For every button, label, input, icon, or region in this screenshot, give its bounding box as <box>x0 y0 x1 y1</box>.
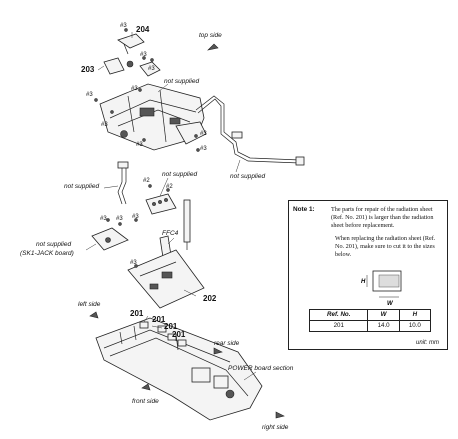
not-supplied-label: not supplied <box>164 78 199 85</box>
sk1-jack-board <box>91 227 129 251</box>
upper-small-bracket <box>139 61 161 77</box>
ffc4-label: FFC4 <box>162 230 179 237</box>
note-paragraph-2: When replacing the radiation sheet (Ref.… <box>335 235 436 258</box>
power-board-section-label: POWER board section <box>228 365 294 372</box>
table-header-row: Ref. No. W H <box>308 309 432 321</box>
bottom-chassis <box>95 317 263 421</box>
front-side-label: front side <box>132 398 159 405</box>
upper-right-cable <box>195 95 305 166</box>
note-text: Note 1: The parts for repair of the radi… <box>293 206 445 258</box>
ref-201-label: 201 <box>130 309 144 318</box>
screw-label: #3 <box>116 216 123 222</box>
part-202-main-board <box>127 249 205 309</box>
radiation-sheets-201 <box>139 321 187 347</box>
screw-label: #3 <box>136 142 143 148</box>
ref-201-label: 201 <box>164 322 178 331</box>
ref-201-label: 201 <box>172 330 186 339</box>
not-supplied-label: not supplied <box>230 173 265 180</box>
screw-label: #3 <box>132 214 139 220</box>
table-header: Ref. No. <box>308 309 369 321</box>
screw-label: #3 <box>130 260 137 266</box>
middle-right-flex-cable <box>183 199 191 250</box>
table-row: 201 14.0 10.0 <box>308 320 432 332</box>
screw-label: #3 <box>200 131 207 137</box>
screw-label: #3 <box>140 52 147 58</box>
screw-label: #3 <box>101 122 108 128</box>
sk1-jack-board-label: (SK1-JACK board) <box>20 250 74 257</box>
ref-201-label: 201 <box>152 315 166 324</box>
screw-label: #3 <box>100 216 107 222</box>
not-supplied-label: not supplied <box>64 183 99 190</box>
upper-mechanism-assembly <box>99 83 207 151</box>
part-203-sheet <box>103 57 125 75</box>
screw-label: #3 <box>120 23 127 29</box>
table-cell: 10.0 <box>398 320 432 332</box>
table-cell: 14.0 <box>367 320 400 332</box>
not-supplied-label: not supplied <box>36 241 71 248</box>
screw-label: #2 <box>166 184 173 190</box>
ref-204-label: 204 <box>136 25 150 34</box>
right-side-label: right side <box>262 424 289 431</box>
screw-label: #3 <box>131 86 138 92</box>
leader-lines <box>85 32 257 381</box>
dimension-sketch: H W <box>361 270 402 307</box>
part-204-bracket <box>117 33 145 68</box>
ref-203-label: 203 <box>81 65 95 74</box>
note-paragraph-1: The parts for repair of the radiation sh… <box>331 206 434 229</box>
table-header: W <box>367 309 400 321</box>
unit-label: unit: mm <box>415 340 439 346</box>
rear-side-label: rear side <box>214 340 240 347</box>
ref-202-label: 202 <box>203 294 217 303</box>
screw-label: #3 <box>86 92 93 98</box>
middle-connector-board <box>145 193 177 215</box>
table-cell: 201 <box>308 320 369 332</box>
screw-label: #3 <box>148 66 155 72</box>
note-box: Note 1: The parts for repair of the radi… <box>288 200 448 350</box>
top-side-label: top side <box>199 32 222 39</box>
table-header: H <box>398 309 432 321</box>
not-supplied-label: not supplied <box>162 171 197 178</box>
middle-left-cable <box>117 161 129 205</box>
screw-label: #3 <box>200 146 207 152</box>
dim-h-label: H <box>361 279 366 285</box>
direction-arrows <box>89 43 285 419</box>
note-label: Note 1: <box>293 206 315 213</box>
left-side-label: left side <box>78 301 101 308</box>
screw-markers <box>94 28 200 268</box>
screw-label: #2 <box>143 178 150 184</box>
dimension-table: Ref. No. W H 201 14.0 10.0 <box>308 309 432 332</box>
diagram-labels: #3 204 203 #3 #3 not supplied #3 #3 #3 #… <box>20 23 294 431</box>
dim-w-label: W <box>387 301 394 307</box>
